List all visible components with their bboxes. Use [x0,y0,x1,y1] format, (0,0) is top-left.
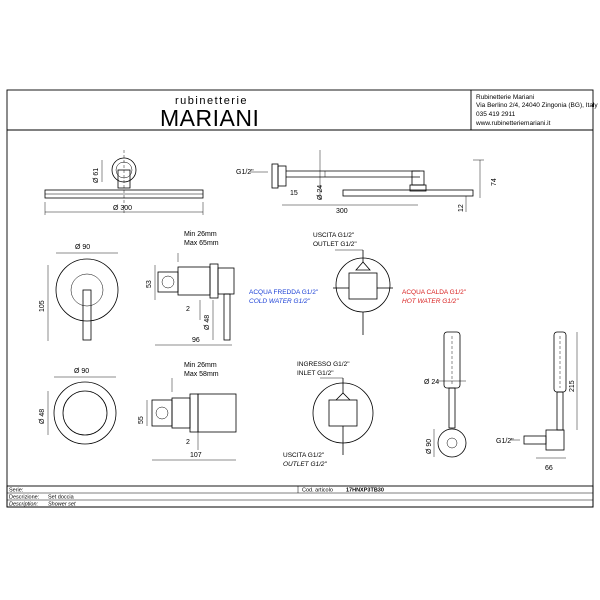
shower-arm-side-view [250,150,484,212]
diverter-front-view [47,376,117,445]
description-it-label: Descrizione: [9,495,40,501]
shower-head-top-view [44,150,204,215]
diverter-dia90-label: Ø 90 [74,368,89,375]
diverter-107-label: 107 [190,452,202,459]
company-address: Via Berlino 2/4, 24040 Zingonia (BG), It… [476,102,598,109]
outlet2-it-label: USCITA G1/2" [283,452,325,459]
hot-water-en-label: HOT WATER G1/2" [402,298,459,305]
arm-300-label: 300 [336,208,348,215]
mixer-front-view [47,252,119,341]
company-name: Rubinetterie Mariani [476,94,534,101]
hand-215-label: 215 [569,380,576,392]
code-value: 17HNXP3TB30 [346,488,384,494]
hand-dia90-label: Ø 90 [426,439,433,454]
hot-water-it-label: ACQUA CALDA G1/2" [402,289,467,296]
description-en-value: Shower set [48,502,76,508]
outlet-en-label: OUTLET G1/2" [313,241,357,248]
hand-shower-side-view [510,331,578,459]
inlet-en-label: INLET G1/2" [297,370,334,377]
mixer-dia48-label: Ø 48 [204,315,211,330]
mixer-dia90-label: Ø 90 [75,244,90,251]
company-website[interactable]: www.rubinetteriemariani.it [475,120,551,127]
arm-thread-label: G1/2" [236,169,254,176]
cold-water-it-label: ACQUA FREDDA G1/2" [249,289,319,296]
diverter-2-label: 2 [186,439,190,446]
arm-dia24-label: Ø 24 [317,185,324,200]
description-it-value: Set doccia [48,495,75,501]
head-diameter-label: Ø 300 [113,205,132,212]
diverter-55-label: 55 [138,416,145,424]
diverter-rear-view [312,377,374,455]
mixer-96-label: 96 [192,337,200,344]
diverter-max-label: Max 58mm [184,371,219,378]
hand-shower-front-view [433,331,467,458]
mixer-min-label: Min 26mm [184,231,217,238]
diverter-side-view [146,378,237,461]
hand-66-label: 66 [545,465,553,472]
brand-logo-text: MARIANI [160,105,259,131]
mixer-105-label: 105 [39,300,46,312]
mixer-rear-view [333,249,393,335]
arm-15-label: 15 [290,190,298,197]
company-phone: 035 419 2911 [476,111,516,118]
cold-water-en-label: COLD WATER G1/2" [249,298,311,305]
hand-dia24-label: Ø 24 [424,379,439,386]
mixer-53-label: 53 [146,280,153,288]
outlet2-en-label: OUTLET G1/2" [283,461,328,468]
hand-thread-label: G1/2" [496,438,514,445]
serie-label: Serie: [9,488,24,494]
description-en-label: Description: [9,502,39,508]
inlet-it-label: INGRESSO G1/2" [297,361,350,368]
diverter-min-label: Min 26mm [184,362,217,369]
outlet-it-label: USCITA G1/2" [313,232,355,239]
head-top-diameter-label: Ø 61 [93,168,100,183]
arm-74-label: 74 [491,178,498,186]
title-block [6,485,594,508]
mixer-2-label: 2 [186,306,190,313]
arm-12-label: 12 [458,204,465,212]
mixer-max-label: Max 65mm [184,240,219,247]
mixer-side-view [154,253,235,346]
code-label: Cod. articolo [302,488,333,494]
brand-top-text: rubinetterie [175,95,248,107]
diverter-dia48-label: Ø 48 [39,409,46,424]
